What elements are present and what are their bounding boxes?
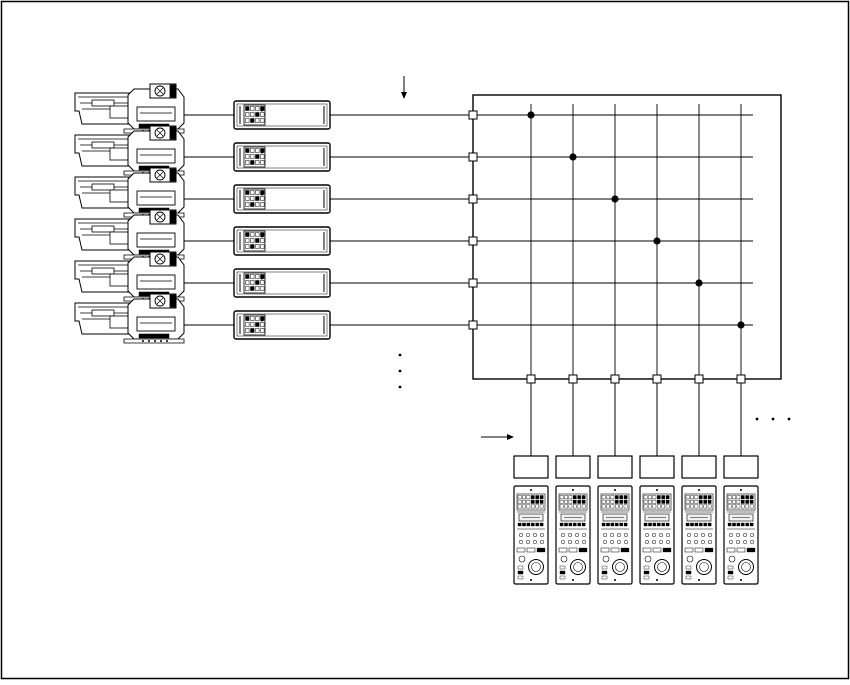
crosspoint-dot xyxy=(737,321,744,328)
arrow-icon xyxy=(401,76,407,99)
crosspoint-dot xyxy=(569,153,576,160)
crosspoint-dot xyxy=(695,279,702,286)
input-port xyxy=(469,279,477,287)
remote-control-panel-icon xyxy=(640,456,674,584)
remote-control-panel-icon xyxy=(724,456,758,584)
input-port xyxy=(469,111,477,119)
remote-control-panel-icon xyxy=(682,456,716,584)
crosspoint-dot xyxy=(653,237,660,244)
matrix-frame xyxy=(473,95,781,379)
remote-control-panel-icon xyxy=(598,456,632,584)
camera-group xyxy=(75,84,234,343)
output-port xyxy=(527,375,535,383)
routing-matrix xyxy=(469,95,781,383)
crosspoint-dot xyxy=(527,111,534,118)
camera-control-unit-icon xyxy=(234,311,330,339)
camera-control-unit-icon xyxy=(234,269,330,297)
output-port xyxy=(695,375,703,383)
output-port xyxy=(653,375,661,383)
arrow-icon xyxy=(481,434,514,440)
remote-control-panel-icon xyxy=(556,456,590,584)
output-port xyxy=(569,375,577,383)
crosspoint-dot xyxy=(611,195,618,202)
camera-control-unit-icon xyxy=(234,101,330,129)
camera-control-unit-icon xyxy=(234,227,330,255)
camera-control-unit-icon xyxy=(234,143,330,171)
input-port xyxy=(469,237,477,245)
input-port xyxy=(469,153,477,161)
output-port xyxy=(611,375,619,383)
input-port xyxy=(469,195,477,203)
output-port xyxy=(737,375,745,383)
ccu-group xyxy=(234,101,473,339)
remote-control-panel-icon xyxy=(514,456,548,584)
input-port xyxy=(469,321,477,329)
rcp-group xyxy=(514,383,758,584)
ellipsis-dots-icon xyxy=(756,418,791,421)
ellipsis-dots-icon xyxy=(399,354,402,389)
camera-control-unit-icon xyxy=(234,185,330,213)
